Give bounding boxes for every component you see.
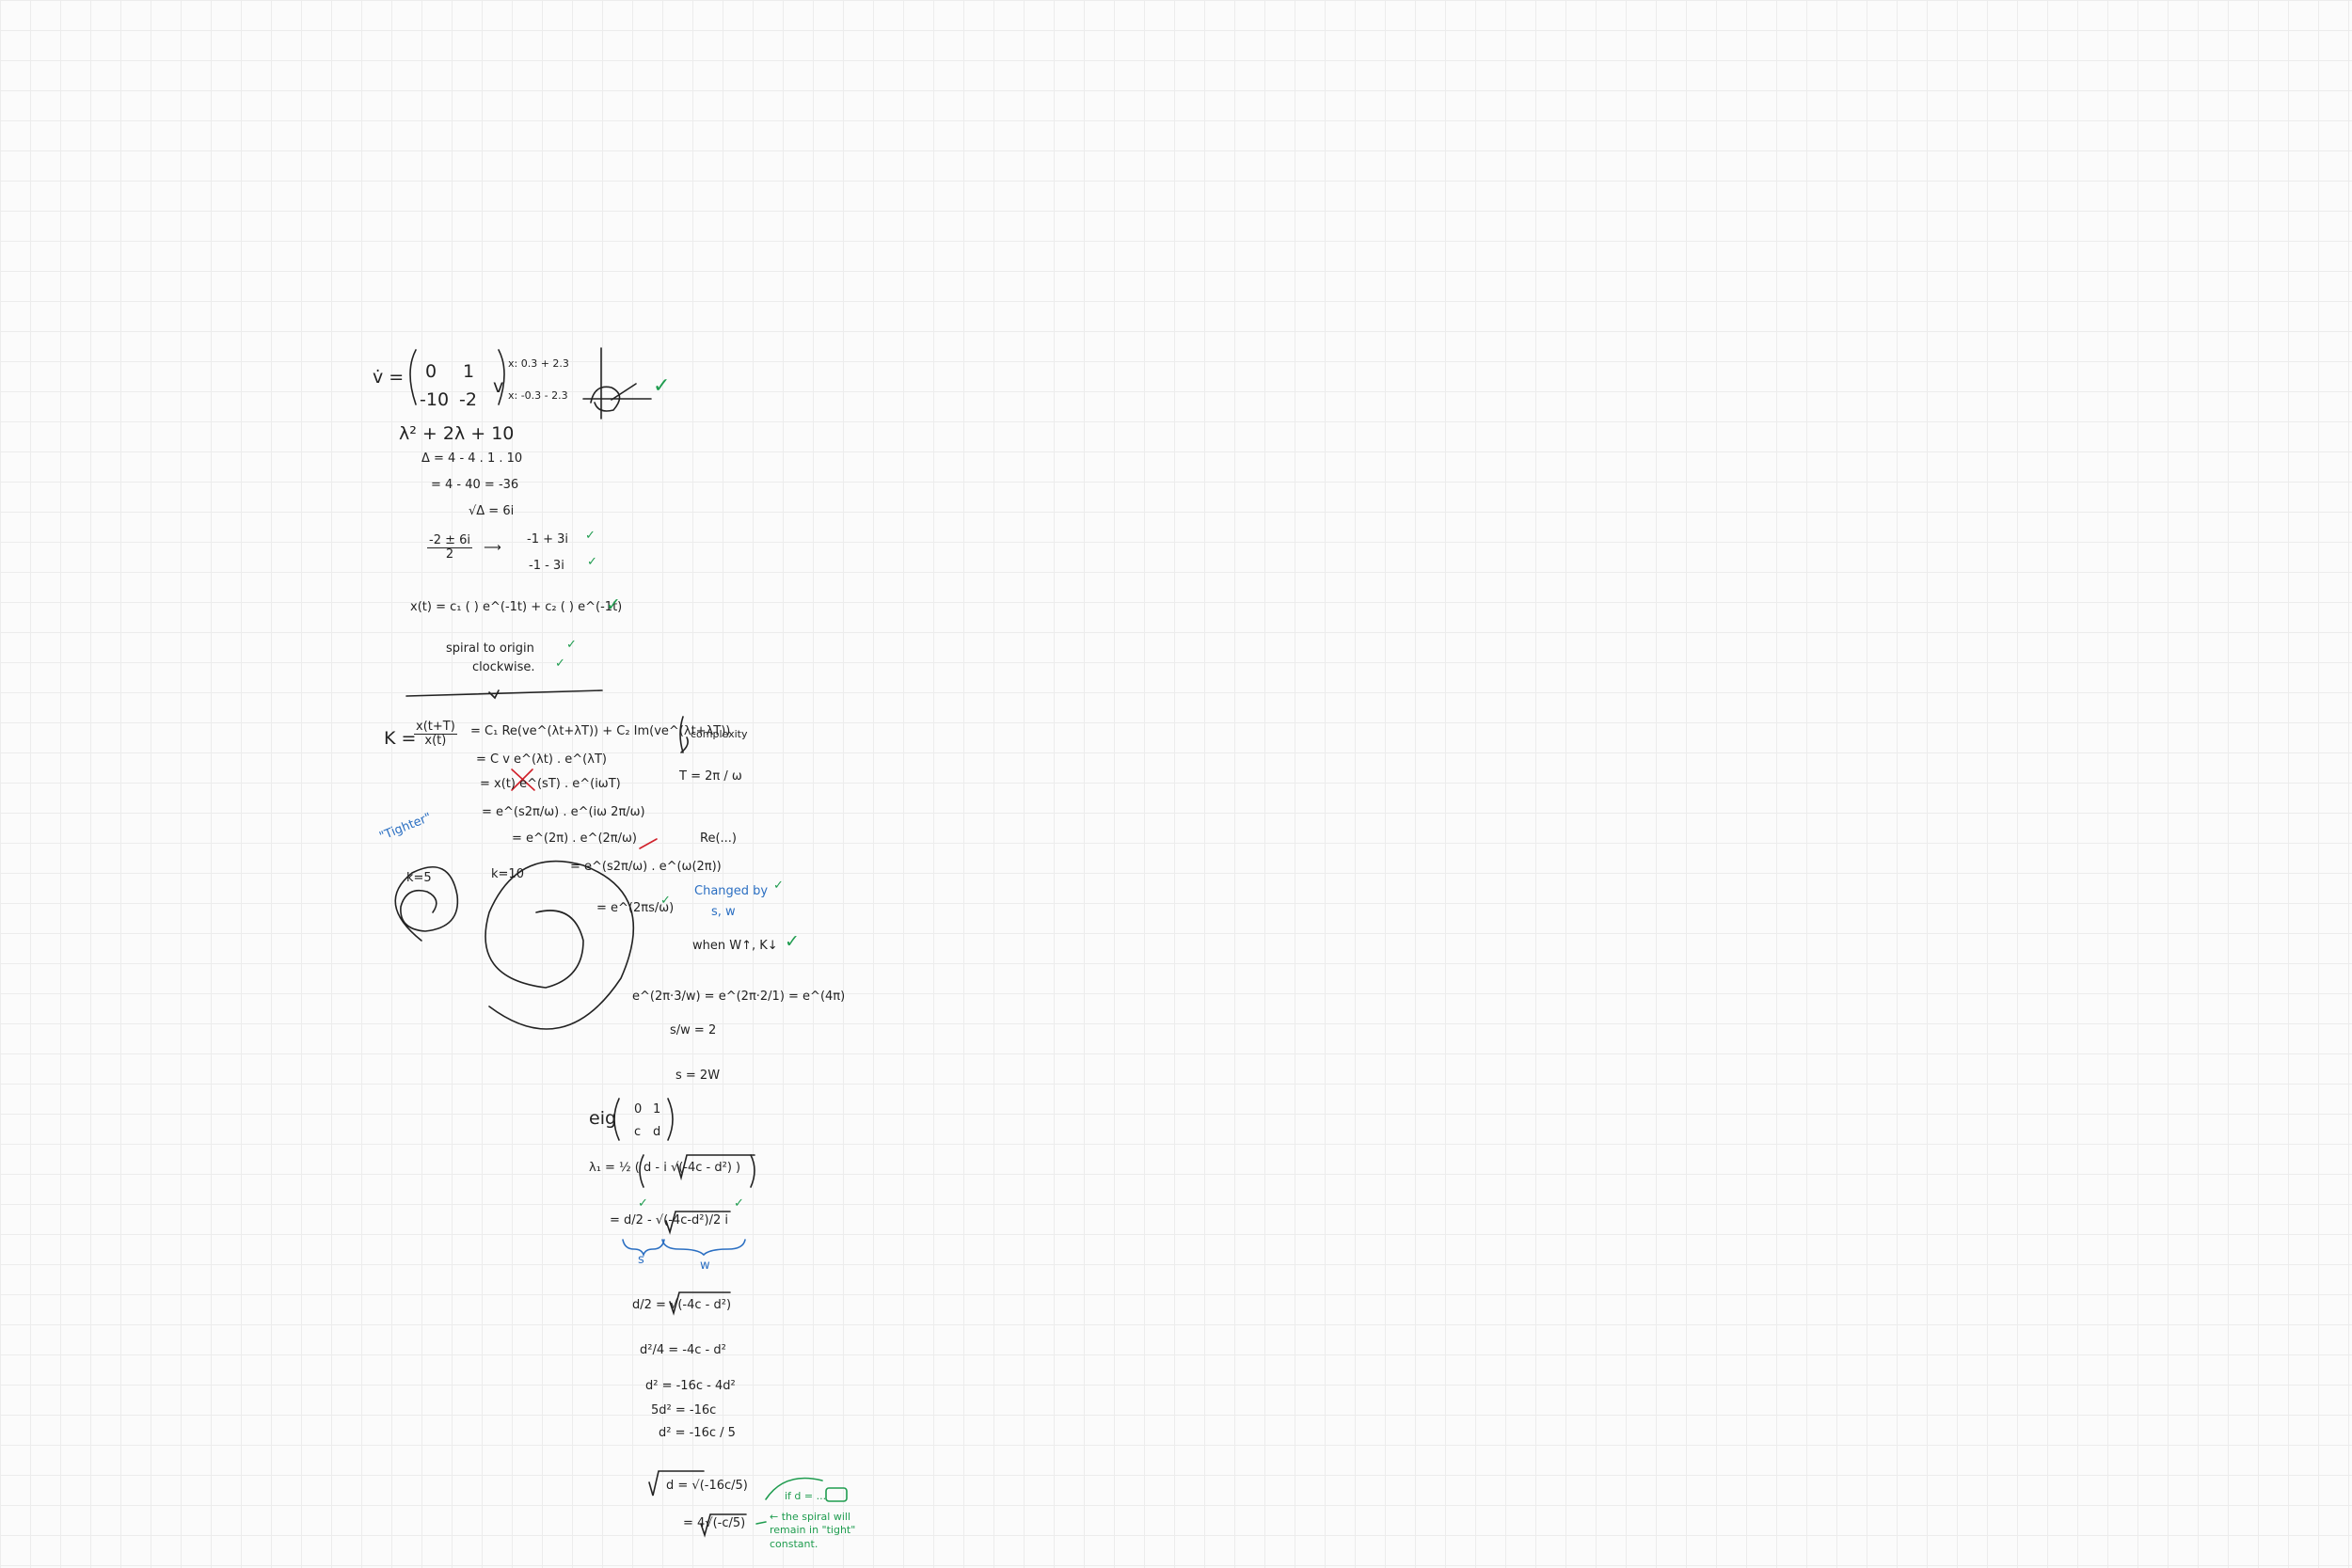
vec1: x: 0.3 + 2.3	[508, 357, 569, 370]
complexity-label: complexity	[691, 728, 748, 740]
matrix-bracket-right	[498, 349, 505, 405]
split-eq: = d/2 - √(-4c-d²)/2 i	[610, 1213, 728, 1227]
step-1: = C v e^(λt) . e^(λT)	[476, 752, 607, 767]
char-poly: λ² + 2λ + 10	[399, 423, 515, 444]
note-arrow	[765, 1477, 823, 1500]
checkmark-icon: ✓	[660, 894, 671, 908]
step-2: = x(t) e^(sT) . e^(iωT)	[480, 777, 621, 791]
checkmark-icon: ✓	[638, 1196, 648, 1211]
crossout-x	[511, 768, 535, 791]
brace-s	[622, 1239, 665, 1258]
matrix-a11: 0	[425, 361, 437, 382]
eig-label: eig	[589, 1108, 617, 1129]
k-label: K =	[384, 728, 417, 749]
lambda-eq: λ₁ = ½ ( d - i √(-4c - d²) )	[589, 1161, 741, 1175]
spiral-line-2: clockwise.	[472, 660, 535, 674]
changed-by-1: Changed by	[694, 884, 769, 898]
eq-3: d² = -16c - 4d²	[645, 1379, 736, 1393]
s-label: s	[638, 1253, 644, 1267]
note-spiral: ← the spiral will remain in "tight" cons…	[770, 1511, 856, 1550]
step-5: = e^(s2π/ω) . e^(ω(2π))	[570, 860, 722, 874]
s-over-w: s/w = 2	[670, 1023, 717, 1037]
matrix-a21: -10	[420, 389, 450, 410]
matrix-bracket-left	[409, 349, 417, 405]
spiral-k5	[394, 865, 459, 942]
disc-1: Δ = 4 - 4 . 1 . 10	[421, 451, 523, 466]
eq-6: d = √(-16c/5)	[666, 1479, 748, 1493]
roots-num: -2 ± 6i	[427, 533, 473, 549]
k5-label: k=5	[406, 871, 432, 885]
matrix-a12: 1	[463, 361, 475, 382]
checkmark-icon: ✓	[566, 638, 577, 652]
eq-5: d² = -16c / 5	[659, 1426, 736, 1440]
spiral-k10	[485, 860, 635, 1030]
k-den: x(t)	[424, 734, 447, 749]
eq-1: d/2 = √(-4c - d²)	[632, 1298, 732, 1312]
k-rhs: = C₁ Re(ve^(λt+λT)) + C₂ Im(ve^(λt+λT))	[470, 724, 731, 738]
checkmark-icon: ✓	[585, 529, 596, 543]
eig-m22: d	[653, 1125, 661, 1139]
period-t: T = 2π / ω	[679, 769, 742, 784]
roots-den: 2	[445, 547, 454, 562]
eq-4: 5d² = -16c	[651, 1403, 717, 1418]
solution: x(t) = c₁ ( ) e^(-1t) + c₂ ( ) e^(-1t)	[410, 600, 623, 614]
eig-m12: 1	[653, 1102, 661, 1117]
matrix-a22: -2	[459, 389, 477, 410]
divider-line	[405, 689, 603, 697]
checkmark-icon: ✓	[555, 657, 565, 671]
step-4: = e^(2π) . e^(2π/ω)	[512, 832, 637, 846]
s-eq-2w: s = 2W	[675, 1069, 721, 1083]
changed-by-2: s, w	[711, 905, 736, 919]
checkmark-icon: ✓	[773, 879, 784, 893]
checkmark-icon: ✓	[587, 555, 597, 569]
disc-2: = 4 - 40 = -36	[431, 478, 519, 492]
eq-7: = 4√(-c/5)	[683, 1516, 746, 1530]
system-lhs: v̇ =	[373, 367, 405, 388]
step-3: = e^(s2π/ω) . e^(iω 2π/ω)	[482, 805, 645, 819]
w-label: w	[700, 1259, 710, 1273]
k10-label: k=10	[491, 867, 524, 881]
matrix-v: v	[493, 376, 504, 397]
eq-e: e^(2π·3/w) = e^(2π·2/1) = e^(4π)	[632, 990, 846, 1004]
root-1: -1 + 3i	[527, 532, 569, 546]
k-num: x(t+T)	[414, 720, 457, 736]
sqrt-disc: √Δ = 6i	[469, 504, 515, 518]
spiral-line-1: spiral to origin	[446, 641, 534, 656]
when-label: when W↑, K↓	[692, 939, 778, 953]
eq-2: d²/4 = -4c - d²	[640, 1343, 726, 1357]
re-label: Re(...)	[700, 832, 737, 846]
step-6: = e^(2πs/ω)	[596, 901, 675, 915]
checkmark-icon: ✓	[606, 594, 621, 615]
checkmark-icon: ✓	[785, 931, 800, 952]
checkmark-icon: ✓	[734, 1196, 744, 1211]
k-fraction: x(t+T)x(t)	[414, 720, 457, 749]
brace-w	[661, 1239, 746, 1257]
crossout-2pi	[639, 838, 658, 849]
eig-m21: c	[634, 1125, 642, 1139]
phase-spiral	[590, 386, 621, 412]
root-2: -1 - 3i	[529, 559, 564, 573]
note-if: if d = ...	[785, 1490, 827, 1502]
vec2: x: -0.3 - 2.3	[508, 389, 568, 402]
eig-m11: 0	[634, 1102, 643, 1117]
checkmark-icon: ✓	[653, 374, 671, 398]
